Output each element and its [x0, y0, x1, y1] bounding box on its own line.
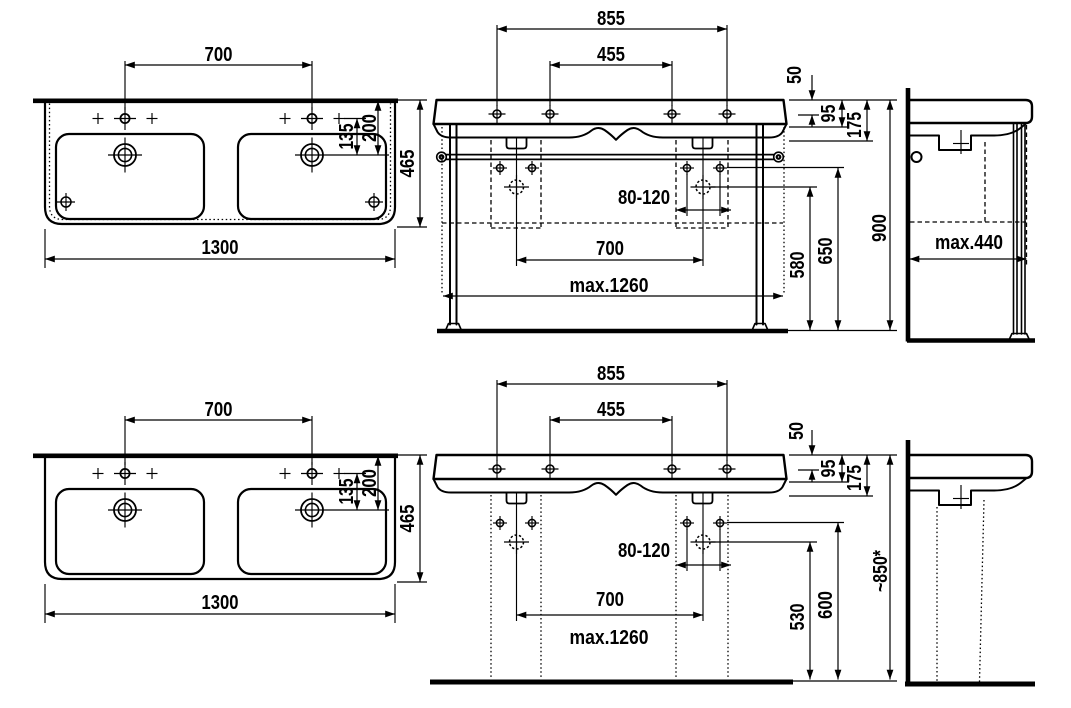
dim-total-width-label: 1300	[202, 237, 239, 259]
dim-drain-spacing-label: 700	[596, 238, 624, 260]
dim-bolt-range-label: 80-120	[618, 187, 670, 209]
dim-50-label: 50	[784, 66, 806, 84]
dim-outer-holes-label: 855	[597, 363, 625, 385]
dim-580-label: 580	[787, 252, 809, 279]
towel-rail-end	[910, 151, 923, 163]
dim-max-1260-label: max.1260	[570, 275, 649, 297]
dim-200-label: 200	[359, 469, 381, 497]
dim-530-label: 530	[787, 604, 809, 631]
dim-total-width-label: 1300	[202, 592, 239, 614]
basin-inner-dotted-outline	[48, 103, 392, 221]
overflow-mark-right	[365, 193, 383, 211]
dim-650-label: 650	[815, 238, 837, 265]
dim-bolt-range-label: 80-120	[618, 540, 670, 562]
dim-max-440-label: max.440	[935, 232, 1003, 254]
bottom-front-view: 855 455 50 95 175 80-120 700 max.1260 53…	[430, 363, 897, 685]
bottom-side-view	[905, 440, 1035, 687]
side-legs	[1008, 122, 1031, 341]
dim-inner-holes-label: 455	[597, 44, 625, 66]
dim-95-label: 95	[818, 105, 840, 123]
dim-200-label: 200	[359, 114, 381, 142]
pedestal-outline-dotted	[936, 499, 985, 682]
dim-depth-label: 465	[397, 505, 419, 533]
dim-900-label: 900	[869, 214, 891, 242]
top-side-view: max.440	[905, 88, 1035, 343]
dim-175-label: 175	[844, 112, 866, 138]
dim-95-label: 95	[818, 460, 840, 478]
dim-tap-spacing-label: 700	[205, 44, 233, 66]
towel-rail	[435, 151, 785, 163]
dim-drain-spacing-label: 700	[596, 589, 624, 611]
trap-zone-dashed	[910, 125, 1028, 266]
fixing-zone-dashed	[442, 140, 783, 229]
dim-175-label: 175	[844, 465, 866, 491]
dim-600-label: 600	[815, 591, 837, 619]
dim-tap-spacing-label: 700	[205, 399, 233, 421]
dim-50-label: 50	[786, 422, 808, 440]
dim-135-label: 135	[336, 124, 358, 150]
dim-max-1260-label: max.1260	[570, 627, 649, 649]
bottom-plan-view: 700 1300 135 200 465	[33, 399, 427, 623]
overflow-mark-left	[57, 193, 75, 211]
dim-outer-holes-label: 855	[597, 8, 625, 30]
dim-install-height-label: ~850*	[870, 550, 892, 592]
dim-135-label: 135	[336, 479, 358, 505]
dim-inner-holes-label: 455	[597, 399, 625, 421]
top-front-view: 855 455 50 95 175 80-120 700 max.1260 58…	[434, 8, 898, 334]
dim-depth-label: 465	[397, 150, 419, 178]
top-plan-view: 700 1300 135 200 465	[33, 44, 427, 268]
